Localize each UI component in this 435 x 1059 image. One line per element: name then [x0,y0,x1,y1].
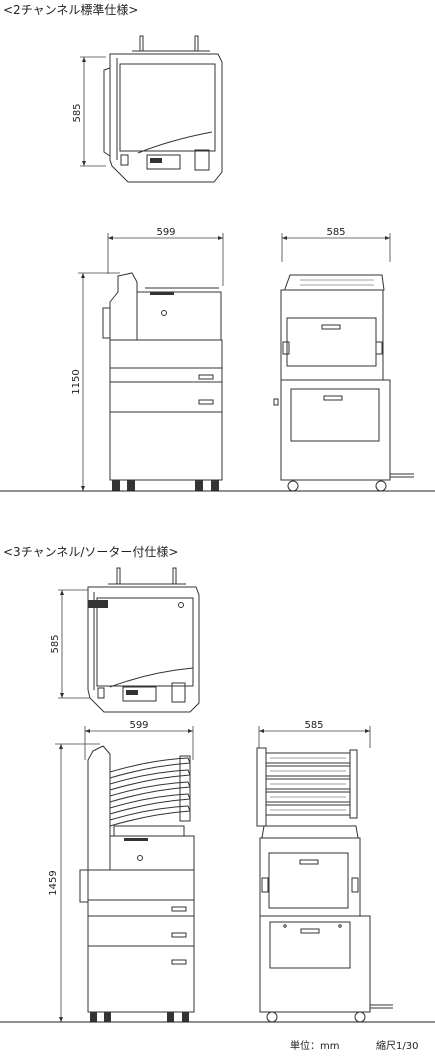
scale-label: 縮尺1/30 [376,1039,418,1052]
section1-side-view: 585 [273,227,414,492]
section1-side-depth: 585 [326,227,345,238]
section2-front-view: 599 1459 [48,720,195,1022]
section2-side-depth: 585 [304,720,323,731]
section1-front-view: 599 1150 [71,227,224,491]
section2-front-height: 1459 [48,870,59,895]
unit-label: 単位：mm [290,1039,339,1052]
section1-title: <2チャンネル標準仕様> [3,2,138,17]
section2-front-width: 599 [129,720,148,731]
section1-top-depth: 585 [72,103,83,122]
section1-front-height: 1150 [71,369,82,394]
section1-top-view: 585 [72,35,223,183]
section2-top-depth: 585 [50,634,61,653]
section2-top-view: 585 [50,567,200,713]
section2-title: <3チャンネル/ソーター付仕様> [3,545,178,559]
section2-side-view: 585 [256,720,393,1023]
section1-front-width: 599 [156,227,175,238]
